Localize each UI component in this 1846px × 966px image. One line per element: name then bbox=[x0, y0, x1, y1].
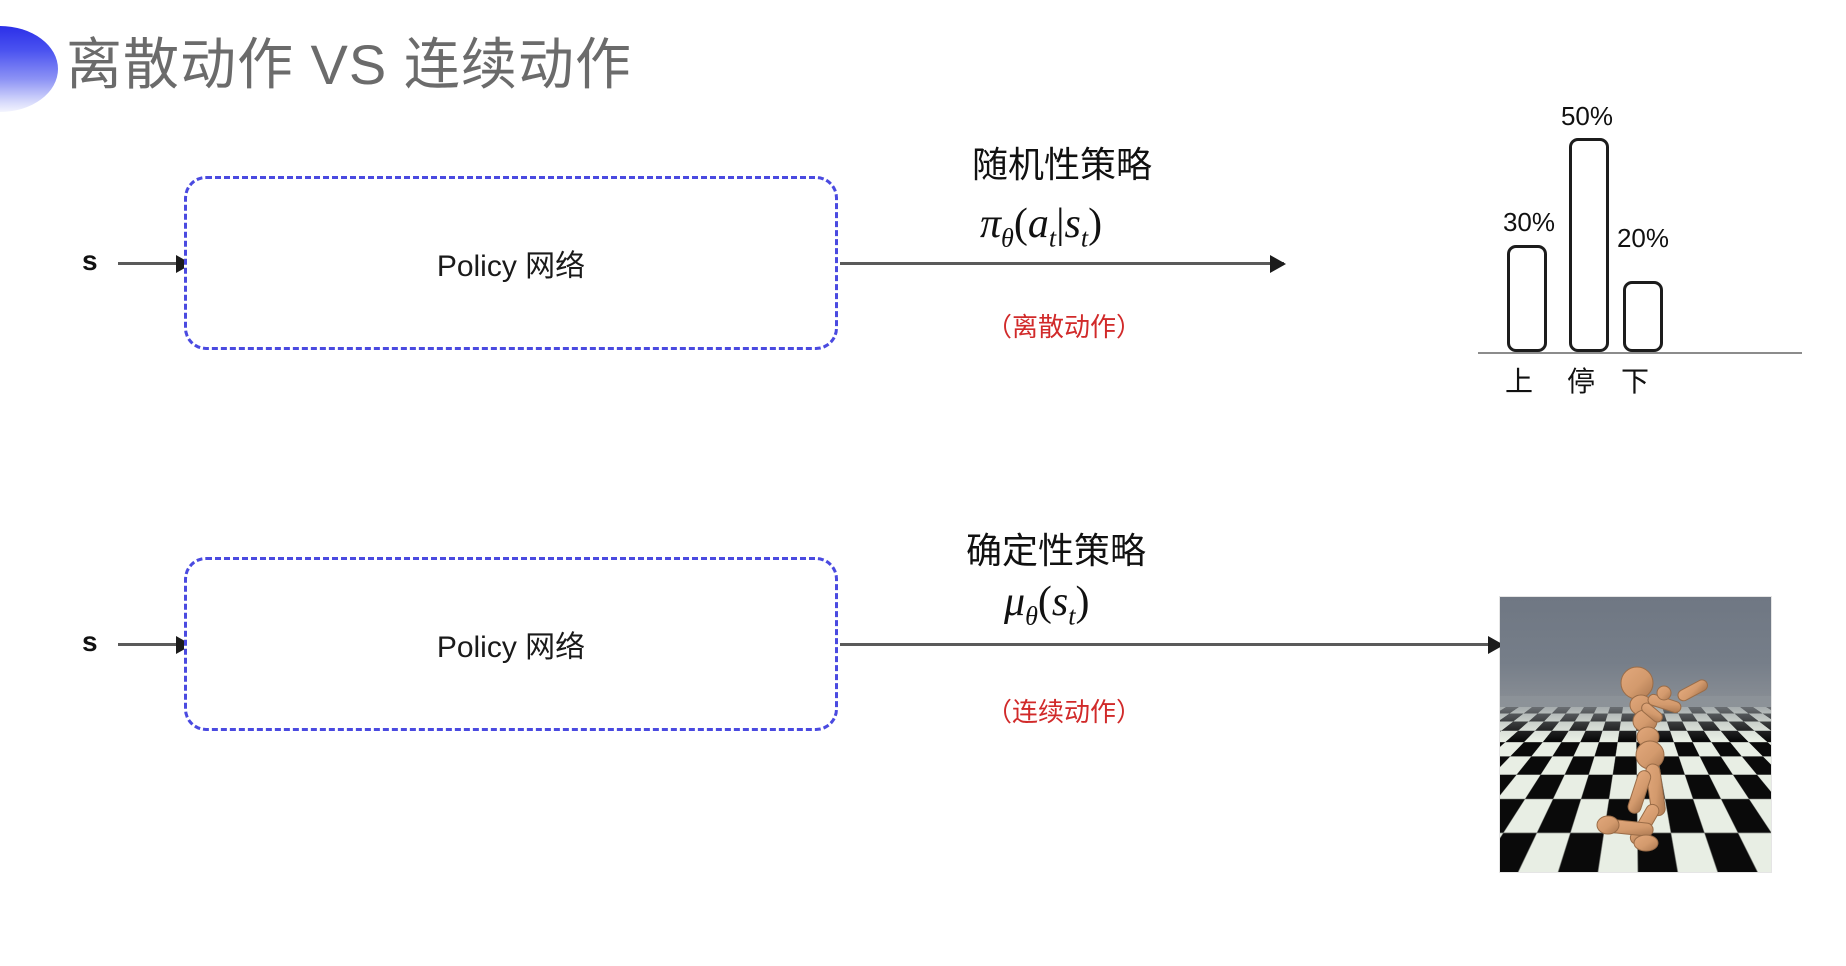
page-title: 离散动作 VS 连续动作 bbox=[66, 28, 632, 102]
humanoid-figure-icon bbox=[1500, 597, 1771, 872]
policy-network-label-row2: Policy 网络 bbox=[187, 622, 835, 666]
state-label-row2: s bbox=[82, 626, 98, 658]
action-probability-bar-chart: 30% 50% 20% bbox=[1470, 95, 1810, 395]
bar-2 bbox=[1623, 281, 1663, 352]
half-circle-gradient-bullet-icon bbox=[0, 26, 58, 112]
bar-0 bbox=[1507, 245, 1547, 352]
policy-network-box-row2[interactable]: Policy 网络 bbox=[184, 557, 838, 731]
stochastic-policy-label: 随机性策略 bbox=[972, 136, 1152, 188]
input-arrow-row1 bbox=[118, 262, 190, 265]
output-arrow-row1 bbox=[840, 262, 1284, 265]
policy-network-label-row1: Policy 网络 bbox=[187, 241, 835, 285]
bar-value-1: 50% bbox=[1548, 101, 1626, 132]
stochastic-policy-formula: πθ(at|st) bbox=[980, 200, 1102, 253]
bar-value-0: 30% bbox=[1490, 207, 1568, 238]
bar-category-0: 上 bbox=[1490, 360, 1548, 400]
mujoco-humanoid-image bbox=[1500, 597, 1771, 872]
deterministic-policy-label: 确定性策略 bbox=[966, 522, 1146, 574]
bar-1 bbox=[1569, 138, 1609, 352]
bar-category-2: 下 bbox=[1606, 360, 1664, 400]
bar-value-2: 20% bbox=[1604, 223, 1682, 254]
output-arrow-row2 bbox=[840, 643, 1502, 646]
chart-baseline-axis bbox=[1478, 352, 1802, 354]
input-arrow-row2 bbox=[118, 643, 190, 646]
deterministic-policy-formula: μθ(st) bbox=[1004, 578, 1089, 631]
state-label-row1: s bbox=[82, 245, 98, 277]
policy-network-box-row1[interactable]: Policy 网络 bbox=[184, 176, 838, 350]
continuous-action-note: （连续动作） bbox=[986, 692, 1142, 729]
discrete-action-note: （离散动作） bbox=[986, 307, 1142, 344]
bar-category-1: 停 bbox=[1552, 360, 1610, 400]
